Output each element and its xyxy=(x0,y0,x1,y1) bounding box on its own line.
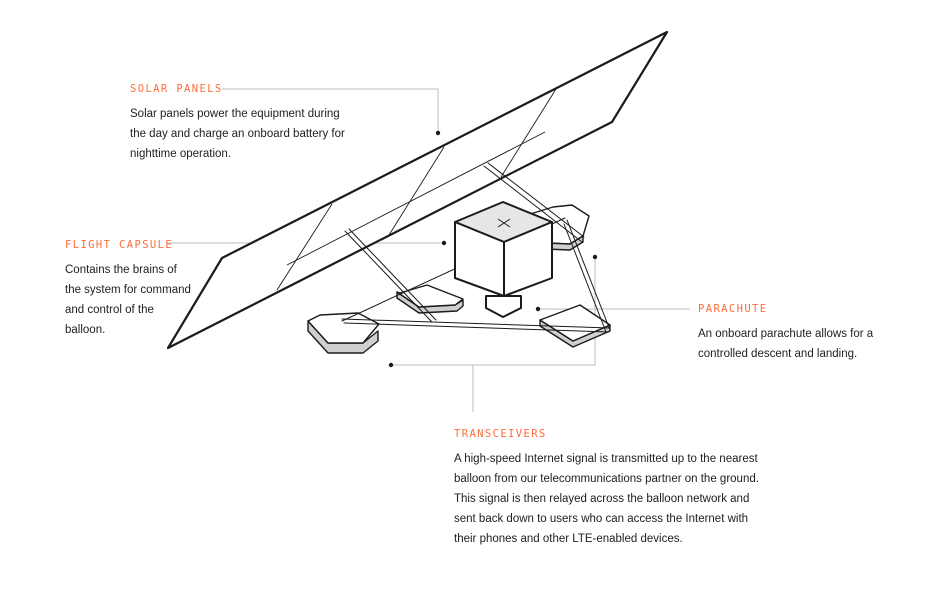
callout-transceivers: TRANSCEIVERS A high-speed Internet signa… xyxy=(454,428,759,549)
callout-text-line: and control of the xyxy=(65,304,154,316)
callout-solar-panels: SOLAR PANELS Solar panels power the equi… xyxy=(130,83,345,164)
callout-title-transceivers: TRANSCEIVERS xyxy=(454,428,547,440)
leader-solar-panels xyxy=(222,88,439,133)
callout-text-line: the day and charge an onboard battery fo… xyxy=(130,128,345,140)
callout-text-line: the system for command xyxy=(65,284,191,296)
solar-panel xyxy=(166,30,669,350)
callout-title-solar-panels: SOLAR PANELS xyxy=(130,83,223,95)
callout-text-line: An onboard parachute allows for a xyxy=(698,328,874,340)
callout-text-line: nighttime operation. xyxy=(130,148,232,160)
callout-title-parachute: PARACHUTE xyxy=(698,303,768,315)
struts xyxy=(341,162,611,333)
callout-text-line: Solar panels power the equipment during xyxy=(130,108,340,120)
pod-right xyxy=(539,304,611,348)
callout-title-flight-capsule: FLIGHT CAPSULE xyxy=(65,239,174,251)
callout-text-line: balloon from our telecommunications part… xyxy=(454,473,759,485)
transceiver-pods xyxy=(307,204,611,354)
callout-text-line: sent back down to users who can access t… xyxy=(454,513,749,525)
callout-text-line: their phones and other LTE-enabled devic… xyxy=(454,533,683,545)
flight-capsule xyxy=(454,201,553,318)
leader-lines xyxy=(167,88,690,412)
callout-parachute: PARACHUTE An onboard parachute allows fo… xyxy=(698,303,873,364)
callout-text-line: Contains the brains of xyxy=(65,264,177,276)
pod-center xyxy=(396,284,464,314)
callout-text-line: This signal is then relayed across the b… xyxy=(454,493,750,505)
leader-dots xyxy=(388,130,598,368)
callout-text-line: balloon. xyxy=(65,324,106,336)
callout-flight-capsule: FLIGHT CAPSULE Contains the brains of th… xyxy=(65,239,191,340)
callout-text-line: A high-speed Internet signal is transmit… xyxy=(454,453,758,465)
leader-parachute xyxy=(594,257,690,310)
pod-left xyxy=(307,312,380,354)
callout-text-line: controlled descent and landing. xyxy=(698,348,858,360)
